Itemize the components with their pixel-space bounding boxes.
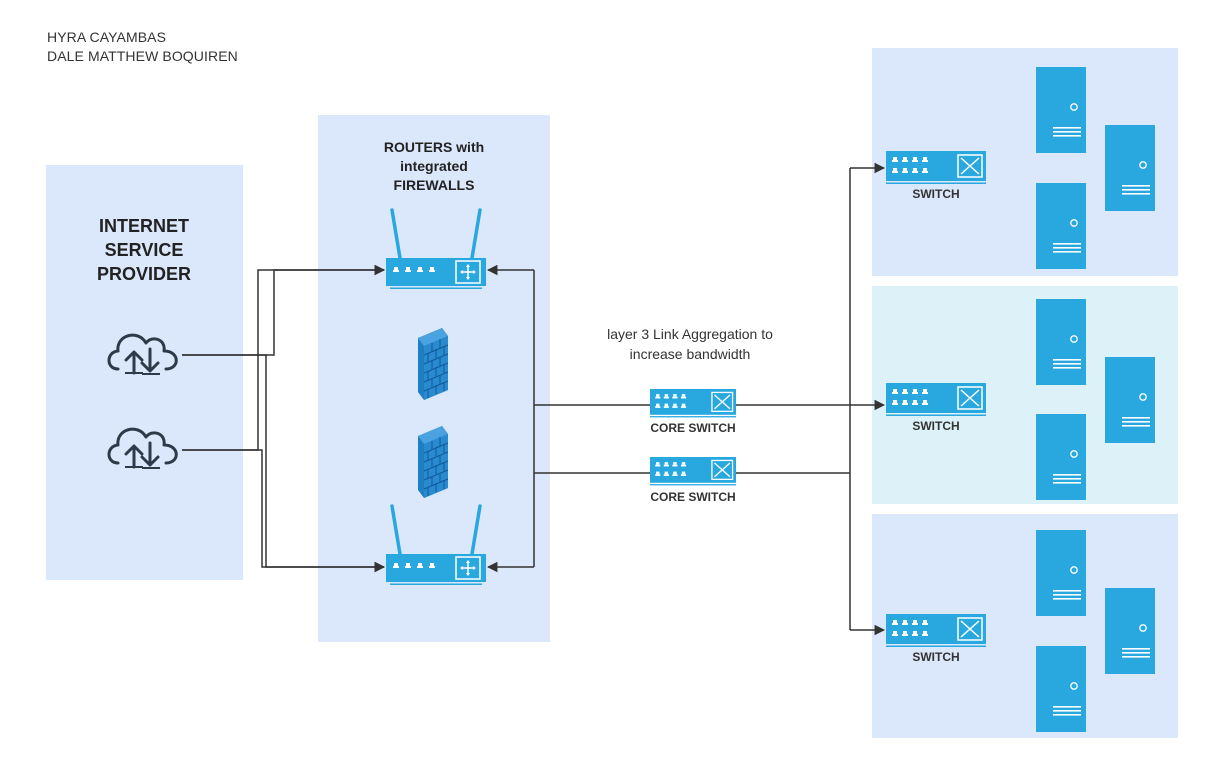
switch-label: SWITCH [912,650,960,664]
firewall-icon[interactable] [417,425,449,499]
server-tower-icon[interactable] [1104,356,1156,444]
isp-title-line: SERVICE [104,240,184,260]
routers-title-line: FIREWALLS [393,177,475,193]
routers-title-line: integrated [400,158,468,174]
isp-router-links [182,264,386,573]
server-tower-icon[interactable] [1104,124,1156,212]
authors-block: HYRA CAYAMBAS DALE MATTHEW BOQUIREN [47,28,238,66]
isp-title-line: INTERNET [99,216,189,236]
server-tower-icon[interactable] [1035,529,1087,617]
server-tower-icon[interactable] [1035,645,1087,733]
link-note-line: increase bandwidth [629,346,751,362]
server-tower-icon[interactable] [1035,182,1087,270]
network-switch-icon [649,388,737,419]
firewall-icon[interactable] [417,327,449,401]
server-tower-icon[interactable] [1104,587,1156,675]
isp-zone [46,165,243,580]
core-switch-label: CORE SWITCH [650,490,736,504]
isp-title: INTERNET SERVICE PROVIDER [46,214,242,286]
switch-label: SWITCH [912,419,960,433]
author-1: HYRA CAYAMBAS [47,29,167,45]
routers-title-line: ROUTERS with [383,139,485,155]
access-switch-1[interactable] [885,150,987,185]
core-switch-1[interactable] [649,388,737,419]
isp-title-line: PROVIDER [96,264,192,284]
core-switch-label: CORE SWITCH [650,421,736,435]
link-note-line: layer 3 Link Aggregation to [607,326,773,342]
link-aggregation-note: layer 3 Link Aggregation to increase ban… [560,324,820,364]
access-switch-2[interactable] [885,382,987,417]
router-core-links [486,264,650,573]
routers-title: ROUTERS with integrated FIREWALLS [318,138,550,195]
server-tower-icon[interactable] [1035,298,1087,386]
core-switch-2[interactable] [649,456,737,487]
switch-label: SWITCH [912,187,960,201]
server-tower-icon[interactable] [1035,66,1087,154]
server-tower-icon[interactable] [1035,413,1087,501]
core-access-links [736,162,886,636]
author-2: DALE MATTHEW BOQUIREN [47,48,238,64]
access-switch-3[interactable] [885,613,987,648]
network-switch-icon [649,456,737,487]
